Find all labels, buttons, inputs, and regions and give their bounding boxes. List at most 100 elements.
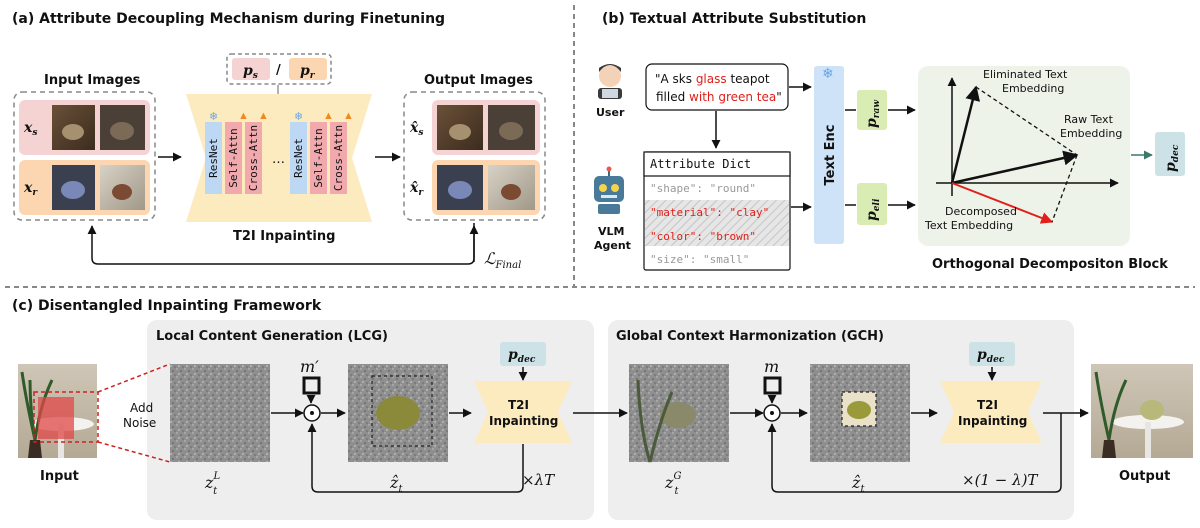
- resnet-label-2: ResNet: [292, 138, 305, 178]
- user-label: User: [596, 106, 625, 119]
- cross-attn-label-1: Cross-Attn: [247, 125, 260, 191]
- resnet-block-1: [205, 122, 222, 194]
- decomposed-label-2: Text Embedding: [924, 219, 1013, 232]
- input-thumbnail-r2: [100, 165, 145, 210]
- vlm-agent-label-2: Agent: [594, 239, 631, 252]
- m-prime-mask-icon: [302, 376, 321, 395]
- slash-label: /: [276, 63, 281, 78]
- snowflake-icon: ❄: [294, 111, 303, 123]
- lcg-title: Local Content Generation (LCG): [156, 329, 388, 344]
- panel-c-title: (c) Disentangled Inpainting Framework: [12, 298, 322, 314]
- self-attn-label-2: Self-Attn: [312, 128, 325, 188]
- self-attn-block-2: [310, 122, 327, 194]
- gch-loop-arrow: [767, 413, 1062, 493]
- xhat-r-label: x̂r: [409, 180, 424, 198]
- self-attn-label-1: Self-Attn: [227, 128, 240, 188]
- t2i-inpainting-label: T2I Inpainting: [233, 229, 335, 244]
- elementwise-mult-1-dot: [310, 411, 314, 415]
- fire-icon: ▲: [238, 110, 249, 122]
- fire-icon: ▲: [258, 110, 269, 122]
- gch-title: Global Context Harmonization (GCH): [616, 329, 884, 344]
- orthogonal-block-label: Orthogonal Decompositon Block: [932, 257, 1168, 272]
- t2i-lcg-label-2: Inpainting: [489, 414, 558, 428]
- lcg-loop-arrow: [307, 423, 524, 493]
- zhat-latent-1: [348, 364, 448, 462]
- raw-vector: [951, 150, 1079, 185]
- dict-item-shape: "shape": "round": [650, 182, 756, 195]
- noisy-latent-zL: [170, 364, 270, 462]
- pr-token: [289, 58, 327, 80]
- p-dec-gch-label: pdec: [977, 347, 1005, 365]
- xs-label: xs: [23, 120, 37, 138]
- zhat-latent-2: [810, 364, 910, 462]
- input-images-label: Input Images: [44, 73, 141, 88]
- raw-label-2: Embedding: [1060, 127, 1122, 140]
- dict-item-color: "color": "brown": [650, 230, 756, 243]
- m-prime-label: m′: [300, 357, 319, 376]
- mask-crop-box: [33, 391, 99, 443]
- m-mask-icon: [763, 376, 782, 395]
- vlm-agent-label-1: VLM: [598, 225, 624, 238]
- raw-label-1: Raw Text: [1064, 113, 1114, 126]
- output-thumbnail-s1: [437, 105, 483, 150]
- p-dec-token-lcg: [500, 342, 546, 366]
- attribute-dict-title: Attribute Dict: [650, 157, 751, 171]
- t2i-inpainting-gch: [940, 381, 1042, 443]
- output-label: Output: [1119, 469, 1170, 484]
- eliminated-label-1: Eliminated Text: [983, 68, 1068, 81]
- mask-region: [38, 397, 74, 439]
- prompt-line-1: "A sks glass teapot: [655, 72, 770, 86]
- p-dec-lcg-label: pdec: [508, 347, 536, 365]
- output-image: [1091, 364, 1193, 458]
- eliminated-vector: [950, 85, 981, 184]
- zoom-line-bottom: [97, 441, 171, 463]
- add-noise-label-1: Add: [130, 401, 153, 415]
- fire-icon: ▲: [323, 110, 334, 122]
- add-noise-label-2: Noise: [123, 416, 156, 430]
- output-images-group: [403, 91, 546, 221]
- prompt-speech-bubble: [645, 63, 789, 111]
- xhat-s-label: x̂s: [409, 120, 423, 138]
- user-icon: [598, 64, 622, 99]
- p-raw-token: [857, 90, 887, 130]
- ps-token: [232, 58, 270, 80]
- m-label: m: [764, 357, 779, 376]
- cross-attn-label-2: Cross-Attn: [332, 125, 345, 191]
- decomposed-label-1: Decomposed: [945, 205, 1017, 218]
- pr-label: pr: [300, 63, 316, 81]
- panel-b-title: (b) Textual Attribute Substitution: [602, 11, 866, 27]
- p-dec-token-gch: [969, 342, 1015, 366]
- output-thumbnail-r2: [488, 165, 535, 210]
- robot-icon: [594, 166, 624, 214]
- p-eli-label: peli: [864, 198, 882, 221]
- prompt-token-group: [226, 53, 332, 85]
- prompt-line-2: filled with green tea": [656, 90, 782, 104]
- ps-label: ps: [243, 63, 258, 81]
- cross-attn-block-2: [330, 122, 347, 194]
- elementwise-mult-2-dot: [770, 411, 774, 415]
- ellipsis-label: …: [272, 152, 285, 167]
- panel-a-title: (a) Attribute Decoupling Mechanism durin…: [12, 11, 445, 27]
- zhat-1-label: ẑt: [389, 473, 403, 495]
- input-thumbnail-r1: [52, 165, 95, 210]
- decomposed-vector: [951, 182, 1054, 224]
- p-dec-label: pdec: [1163, 144, 1181, 172]
- projection-dash-1: [975, 86, 1078, 156]
- output-thumbnail-s2: [488, 105, 535, 150]
- resnet-block-2: [290, 122, 307, 194]
- attribute-dict-header: [643, 151, 791, 177]
- cross-attn-block-1: [245, 122, 262, 194]
- input-label: Input: [40, 469, 79, 484]
- p-raw-label: praw: [864, 100, 882, 128]
- noisy-latent-zG: [629, 364, 729, 463]
- resnet-label-1: ResNet: [207, 138, 220, 178]
- lcg-loop-label: ×λT: [522, 471, 555, 489]
- self-attn-block-1: [225, 122, 242, 194]
- snowflake-icon: ❄: [822, 67, 834, 82]
- fire-icon: ▲: [343, 110, 354, 122]
- dict-hatch-area: [645, 200, 789, 246]
- input-images-group: [13, 91, 156, 221]
